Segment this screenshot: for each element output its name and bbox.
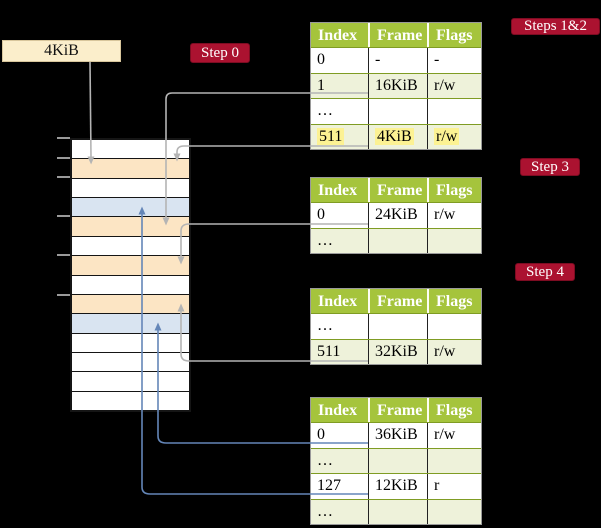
column-header-frame: Frame xyxy=(368,289,427,313)
column-header-index: Index xyxy=(318,402,358,419)
table-cell: … xyxy=(317,451,333,469)
table-row: … xyxy=(311,313,481,339)
table-cell: 36KiB xyxy=(368,423,427,448)
badge-step-3-label: Step 3 xyxy=(531,158,569,175)
table-cell: 0 xyxy=(317,51,325,68)
column-header-flags: Flags xyxy=(427,23,481,47)
memory-frame-row-11 xyxy=(72,351,189,372)
memory-address-tick xyxy=(57,137,70,139)
table-cell: 511 xyxy=(317,127,345,145)
column-header-index: Index xyxy=(318,27,358,44)
table-row: … xyxy=(311,227,481,253)
memory-address-tick xyxy=(57,215,70,218)
memory-frame-row-6 xyxy=(72,255,189,275)
memory-frame-row-4 xyxy=(72,216,189,236)
memory-frame-row-8 xyxy=(72,293,189,314)
table-row: … xyxy=(311,498,481,524)
memory-frame-row-10 xyxy=(72,332,189,352)
table-cell xyxy=(427,499,481,524)
table-cell: 0 xyxy=(317,206,325,223)
column-header-frame: Frame xyxy=(368,178,427,202)
table-cell: 16KiB xyxy=(368,73,427,98)
memory-frame-row-12 xyxy=(72,371,189,391)
memory-frame-row-0 xyxy=(72,140,189,159)
table-cell xyxy=(427,448,481,473)
table-cell: r/w xyxy=(427,73,481,98)
badge-steps-1-2-label: Steps 1&2 xyxy=(524,18,587,34)
badge-steps-1-2: Steps 1&2 xyxy=(511,18,600,35)
column-header-frame: Frame xyxy=(368,398,427,422)
table-cell xyxy=(427,228,481,253)
column-header-frame: Frame xyxy=(368,23,427,47)
table-cell: … xyxy=(317,102,333,119)
memory-frame-row-5 xyxy=(72,235,189,256)
table-cell xyxy=(368,314,427,339)
table-cell: r xyxy=(427,474,481,499)
table-cell: 24KiB xyxy=(368,203,427,228)
table-cell: 0 xyxy=(317,426,325,443)
memory-address-tick xyxy=(57,156,70,159)
memory-address-tick xyxy=(57,176,70,179)
table-row: 0 -- xyxy=(311,47,481,73)
table-cell: 127 xyxy=(317,477,341,494)
table-cell: … xyxy=(317,317,333,334)
badge-step-4-label: Step 4 xyxy=(526,263,564,280)
table-cell xyxy=(368,228,427,253)
table-cell: … xyxy=(317,231,333,249)
table-cell: 1 xyxy=(317,76,325,94)
frame-size-label-box: 4KiB xyxy=(2,40,121,62)
table-row: … xyxy=(311,447,481,473)
table-cell: 32KiB xyxy=(368,339,427,364)
badge-step-4: Step 4 xyxy=(515,263,575,281)
table-cell: r/w xyxy=(427,203,481,228)
column-header-flags: Flags xyxy=(427,398,481,422)
frame-size-label: 4KiB xyxy=(44,42,79,59)
table-cell: r/w xyxy=(427,339,481,364)
memory-address-tick xyxy=(57,293,70,296)
memory-frame-row-3 xyxy=(72,197,189,217)
table-row: … xyxy=(311,98,481,124)
memory-frame-row-1 xyxy=(72,158,189,178)
table-cell: r/w xyxy=(427,423,481,448)
column-header-index: Index xyxy=(318,293,358,310)
badge-step-3: Step 3 xyxy=(520,158,580,176)
badge-step-0: Step 0 xyxy=(190,43,250,63)
table-cell: 12KiB xyxy=(368,474,427,499)
table-cell: - xyxy=(368,48,427,73)
table-cell: 511 xyxy=(317,342,341,360)
memory-frame-row-2 xyxy=(72,177,189,198)
table-cell xyxy=(368,99,427,124)
badge-step-0-label: Step 0 xyxy=(201,44,239,61)
column-header-index: Index xyxy=(318,182,358,199)
column-header-flags: Flags xyxy=(427,178,481,202)
table-cell xyxy=(427,314,481,339)
table-cell xyxy=(427,99,481,124)
memory-frame-row-7 xyxy=(72,274,189,294)
column-header-flags: Flags xyxy=(427,289,481,313)
memory-frame-row-9 xyxy=(72,313,189,333)
table-cell: 4KiB xyxy=(368,124,427,149)
table-cell: r/w xyxy=(427,124,481,149)
memory-address-tick xyxy=(57,254,70,257)
memory-frame-row-13 xyxy=(72,390,189,411)
table-cell xyxy=(368,448,427,473)
physical-memory-column xyxy=(70,138,191,412)
table-cell xyxy=(368,499,427,524)
table-cell: … xyxy=(317,502,333,520)
table-cell: - xyxy=(427,48,481,73)
